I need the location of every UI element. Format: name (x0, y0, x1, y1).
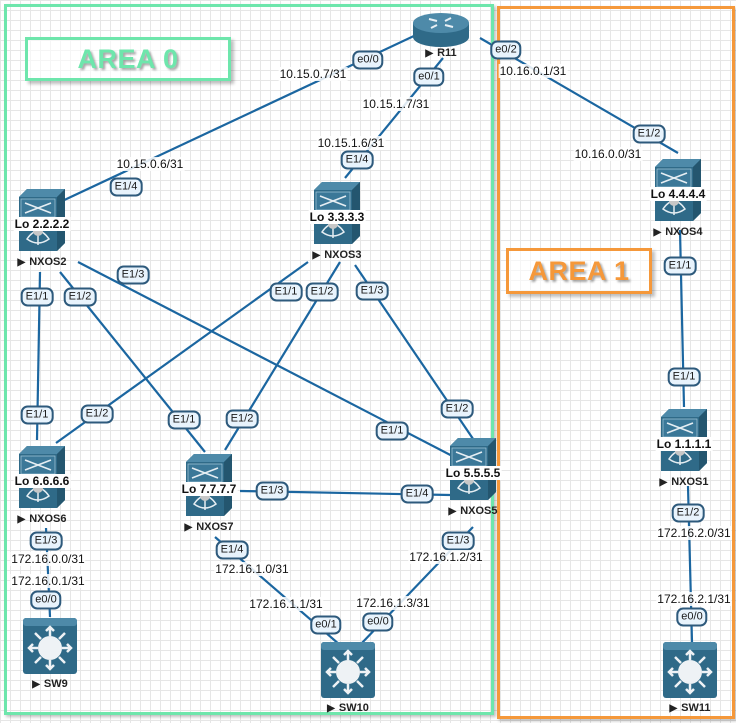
ip-label-sw9: 172.16.0.1/31 (10, 574, 86, 588)
ip-label-r11: 10.15.0.7/31 (278, 67, 348, 81)
ip-label-nxos4: 10.16.0.0/31 (573, 147, 643, 161)
interface-label-nxos1: E1/2 (671, 503, 705, 523)
interface-label-sw10: e0/0 (362, 612, 394, 632)
node-name-nxos4[interactable]: NXOS4 (654, 226, 702, 238)
interface-label-nxos6: E1/1 (20, 405, 54, 425)
interface-label-nxos7: E1/1 (167, 410, 201, 430)
loopback-label-nxos1: Lo 1.1.1.1 (655, 437, 713, 451)
layer2-switch-icon (23, 618, 77, 674)
interface-label-sw9: e0/0 (30, 590, 62, 610)
area-1-label: AREA 1 (506, 248, 652, 294)
interface-label-nxos2: E1/1 (20, 287, 54, 307)
interface-label-nxos6: E1/3 (29, 531, 63, 551)
node-sw9[interactable] (23, 618, 77, 679)
node-name-sw9[interactable]: SW9 (32, 678, 68, 690)
router-icon (413, 13, 469, 47)
ip-label-r11: 10.16.0.1/31 (498, 64, 568, 78)
interface-label-nxos7: E1/2 (225, 409, 259, 429)
interface-label-nxos2: E1/3 (116, 265, 150, 285)
layer2-switch-icon (321, 642, 375, 698)
interface-label-sw11: e0/0 (676, 607, 708, 627)
node-name-r11[interactable]: R11 (425, 47, 457, 59)
node-sw11[interactable] (663, 642, 717, 703)
interface-label-nxos3: E1/1 (269, 282, 303, 302)
interface-label-nxos2: E1/2 (63, 287, 97, 307)
ip-label-nxos5: 172.16.1.2/31 (408, 550, 484, 564)
loopback-label-nxos4: Lo 4.4.4.4 (649, 187, 707, 201)
area-1-boundary (497, 6, 735, 719)
loopback-label-nxos5: Lo 5.5.5.5 (444, 466, 502, 480)
ip-label-sw11: 172.16.2.1/31 (656, 592, 732, 606)
interface-label-r11: e0/0 (352, 50, 384, 70)
interface-label-nxos3: E1/3 (355, 281, 389, 301)
interface-label-nxos5: E1/4 (400, 484, 434, 504)
interface-label-nxos5: E1/2 (440, 399, 474, 419)
interface-label-nxos7: E1/4 (215, 540, 249, 560)
loopback-label-nxos3: Lo 3.3.3.3 (308, 210, 366, 224)
interface-label-nxos4: E1/1 (663, 256, 697, 276)
node-name-nxos1[interactable]: NXOS1 (660, 476, 708, 488)
interface-label-nxos6: E1/2 (80, 404, 114, 424)
area-0-boundary (4, 4, 494, 715)
node-name-nxos5[interactable]: NXOS5 (449, 505, 497, 517)
interface-label-sw10: e0/1 (310, 615, 342, 635)
layer2-switch-icon (663, 642, 717, 698)
node-r11[interactable] (411, 11, 471, 54)
loopback-label-nxos6: Lo 6.6.6.6 (13, 474, 71, 488)
interface-label-r11: e0/2 (490, 40, 522, 60)
node-name-sw10[interactable]: SW10 (327, 702, 369, 714)
ip-label-sw10: 172.16.1.1/31 (248, 597, 324, 611)
ip-label-r11: 10.15.1.7/31 (361, 97, 431, 111)
node-name-nxos6[interactable]: NXOS6 (18, 513, 66, 525)
ip-label-nxos2: 10.15.0.6/31 (115, 157, 185, 171)
node-name-nxos2[interactable]: NXOS2 (18, 256, 66, 268)
area-0-label: AREA 0 (25, 37, 231, 81)
interface-label-nxos3: E1/2 (305, 282, 339, 302)
node-name-nxos3[interactable]: NXOS3 (313, 249, 361, 261)
interface-label-nxos1: E1/1 (667, 367, 701, 387)
node-name-sw11[interactable]: SW11 (669, 702, 710, 714)
interface-label-nxos2: E1/4 (109, 177, 143, 197)
loopback-label-nxos7: Lo 7.7.7.7 (180, 482, 238, 496)
node-sw10[interactable] (321, 642, 375, 703)
interface-label-nxos3: E1/4 (340, 150, 374, 170)
interface-label-nxos5: E1/1 (375, 421, 409, 441)
node-name-nxos7[interactable]: NXOS7 (185, 521, 233, 533)
ip-label-nxos3: 10.15.1.6/31 (316, 136, 386, 150)
interface-label-nxos5: E1/3 (441, 531, 475, 551)
ip-label-nxos1: 172.16.2.0/31 (656, 526, 732, 540)
ip-label-nxos6: 172.16.0.0/31 (10, 552, 86, 566)
loopback-label-nxos2: Lo 2.2.2.2 (13, 217, 71, 231)
interface-label-nxos4: E1/2 (632, 124, 666, 144)
ip-label-nxos7: 172.16.1.0/31 (214, 562, 290, 576)
interface-label-r11: e0/1 (413, 67, 445, 87)
interface-label-nxos7: E1/3 (255, 481, 289, 501)
ip-label-sw10: 172.16.1.3/31 (355, 596, 431, 610)
